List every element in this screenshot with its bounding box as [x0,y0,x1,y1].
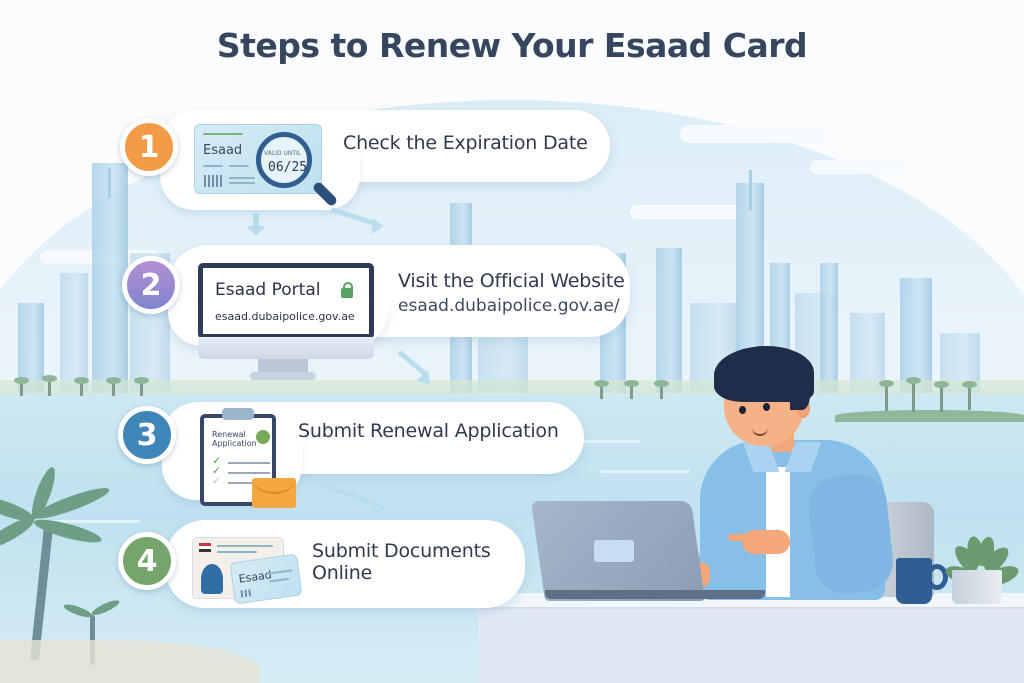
portal-url: esaad.dubaipolice.gov.ae [215,310,355,323]
approval-seal-icon [256,430,270,444]
step-4-title-line2: Online [312,562,373,584]
arrow-down-head [246,226,266,236]
person-photo-icon [201,564,223,594]
step-2-url: esaad.dubaipolice.gov.ae/ [398,296,620,316]
card-label: Esaad [203,143,243,158]
step-1-number-badge: 1 [120,118,178,176]
lock-icon [341,282,353,298]
arm [806,471,896,597]
smile [752,428,768,436]
check-icon: ✓ [212,454,222,467]
expiry-date: 06/25 [268,160,308,175]
uae-flag-icon [199,543,211,552]
clipboard-clip [222,408,254,420]
envelope-icon [252,478,296,508]
magnifier-icon [256,132,312,188]
step-1-title: Check the Expiration Date [343,132,588,154]
step-3-number-badge: 3 [118,406,176,464]
page-title: Steps to Renew Your Esaad Card [216,26,808,65]
check-icon: ✓ [212,474,222,487]
plant-pot [952,570,1002,604]
step-2-title: Visit the Official Website [398,270,625,292]
step-4-number-badge: 4 [118,532,176,590]
cloud [810,160,910,174]
monitor-chin [198,337,374,359]
arrow-curve-head [372,218,384,234]
finger [728,534,754,541]
laptop-id-sticker-icon [594,540,634,562]
step-4-title-line1: Submit Documents [312,540,491,562]
hair [790,374,810,410]
monitor-icon: Esaad Portal esaad.dubaipolice.gov.ae [198,263,374,339]
step-2-number-badge: 2 [122,256,180,314]
monitor-base [250,372,316,380]
eye [763,403,770,411]
expiry-label: VALID UNTIL [264,150,302,157]
wave [600,470,690,473]
coffee-mug-icon [896,558,932,604]
arrow-down [253,212,259,230]
monitor-stand [258,359,308,373]
step-3-title: Submit Renewal Application [298,420,559,442]
arrow-curve-head [374,500,386,516]
portal-title: Esaad Portal [215,280,321,300]
cloud [630,205,740,219]
eye [739,406,746,414]
cloud [680,125,830,143]
island [835,410,1024,422]
check-icon: ✓ [212,464,222,477]
laptop-base [545,590,765,599]
wave [40,520,140,523]
